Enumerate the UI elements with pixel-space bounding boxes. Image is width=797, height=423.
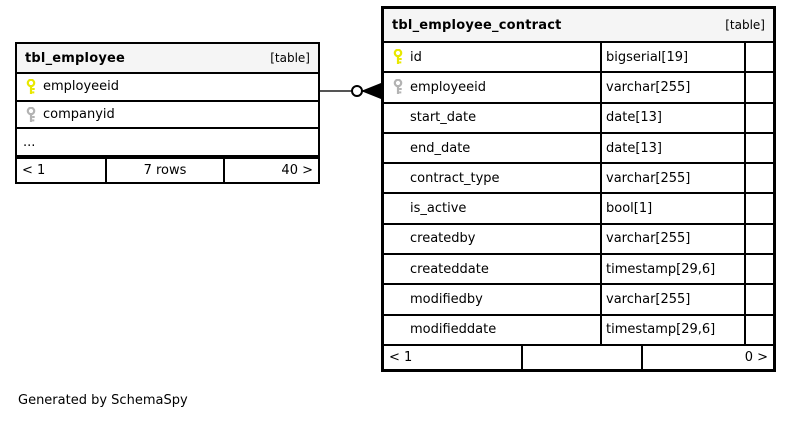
column-name-label: modifieddate (410, 322, 497, 338)
column-name-label: createddate (410, 261, 489, 277)
column-name-label: employeeid (43, 79, 120, 95)
column-type-cell: bigserial[19] (600, 43, 744, 72)
row-count-label: 7 rows (105, 159, 223, 182)
table-row[interactable]: createddate timestamp[29,6] (384, 255, 773, 286)
table-row[interactable]: modifiedby varchar[255] (384, 285, 773, 316)
column-spacer-cell (744, 255, 773, 284)
column-name-label: modifiedby (410, 292, 483, 308)
column-name-label: end_date (410, 140, 471, 156)
more-columns-ellipsis: ... (17, 129, 318, 158)
table-row[interactable]: companyid (17, 102, 318, 130)
foreign-key-icon (23, 106, 39, 123)
column-type-cell: varchar[255] (600, 224, 744, 254)
column-type-label: bool[1] (606, 201, 653, 217)
primary-key-icon (23, 78, 39, 95)
column-type-cell: varchar[255] (600, 73, 744, 102)
column-name-cell: modifiedby (384, 285, 600, 313)
generated-by-caption: Generated by SchemaSpy (18, 393, 188, 408)
column-spacer-cell (744, 285, 773, 314)
column-type-label: date[13] (606, 140, 662, 156)
table-row[interactable]: employeeid varchar[255] (384, 73, 773, 104)
column-type-cell: timestamp[29,6] (600, 255, 744, 284)
column-spacer-cell (744, 315, 773, 344)
entity-type-tag: [table] (270, 51, 310, 65)
column-name-label: createdby (410, 231, 476, 247)
column-type-label: date[13] (606, 110, 662, 126)
pager-prev-button[interactable]: < 1 (22, 163, 46, 178)
column-name-cell: is_active (384, 194, 600, 222)
column-type-cell: date[13] (600, 133, 744, 163)
column-name-cell: employeeid (17, 74, 318, 100)
entity-header-tbl_employee_contract[interactable]: tbl_employee_contract [table] (384, 9, 773, 43)
table-row[interactable]: is_active bool[1] (384, 194, 773, 225)
table-row[interactable]: start_date date[13] (384, 103, 773, 134)
entity-title: tbl_employee (25, 50, 126, 66)
column-spacer-cell (744, 43, 773, 72)
table-row[interactable]: end_date date[13] (384, 133, 773, 165)
pager-prev-button[interactable]: < 1 (389, 350, 413, 365)
table-row[interactable]: createdby varchar[255] (384, 224, 773, 256)
column-type-cell: varchar[255] (600, 285, 744, 314)
column-spacer-cell (744, 133, 773, 163)
column-name-cell: companyid (17, 102, 318, 128)
table-row[interactable]: employeeid (17, 74, 318, 102)
entity-footer-tbl_employee_contract: < 1 0 > (384, 344, 773, 369)
column-name-cell: createdby (384, 225, 600, 253)
column-name-cell: modifieddate (384, 316, 600, 344)
column-type-label: varchar[255] (606, 292, 691, 308)
column-name-cell: end_date (384, 134, 600, 162)
table-row[interactable]: contract_type varchar[255] (384, 164, 773, 195)
column-name-cell: id (384, 43, 600, 71)
column-name-cell: createddate (384, 255, 600, 283)
column-type-cell: varchar[255] (600, 164, 744, 193)
column-name-label: id (410, 49, 422, 65)
column-spacer-cell (744, 224, 773, 254)
primary-key-icon (390, 48, 406, 65)
column-name-label: start_date (410, 110, 477, 126)
column-name-label: companyid (43, 107, 115, 122)
pager-next-button[interactable]: 0 > (641, 346, 773, 369)
column-type-label: bigserial[19] (606, 49, 689, 65)
column-name-label: contract_type (410, 170, 500, 186)
entity-table-tbl_employee[interactable]: tbl_employee [table] employeeid companyid..… (15, 42, 320, 184)
optional-cardinality-circle-icon (351, 85, 363, 97)
column-type-label: varchar[255] (606, 231, 691, 247)
entity-type-tag: [table] (725, 18, 765, 32)
column-type-cell: date[13] (600, 103, 744, 132)
column-spacer-cell (744, 164, 773, 193)
column-spacer-cell (744, 103, 773, 132)
column-type-label: timestamp[29,6] (606, 261, 716, 277)
entity-header-tbl_employee[interactable]: tbl_employee [table] (17, 44, 318, 74)
column-name-label: is_active (410, 201, 467, 217)
column-name-cell: employeeid (384, 73, 600, 101)
row-count-label (521, 346, 641, 369)
crowfoot-arrow-icon (361, 83, 381, 99)
table-row[interactable]: id bigserial[19] (384, 43, 773, 74)
column-type-cell: timestamp[29,6] (600, 315, 744, 344)
column-type-label: varchar[255] (606, 170, 691, 186)
entity-title: tbl_employee_contract (392, 17, 562, 33)
entity-columns-tbl_employee: employeeid companyid... (17, 74, 318, 158)
table-row[interactable]: modifieddate timestamp[29,6] (384, 315, 773, 344)
column-type-label: timestamp[29,6] (606, 322, 716, 338)
column-type-label: varchar[255] (606, 79, 691, 95)
column-name-cell: contract_type (384, 164, 600, 192)
column-name-label: employeeid (410, 79, 487, 95)
entity-table-tbl_employee_contract[interactable]: tbl_employee_contract [table] id bigserial[… (381, 6, 776, 372)
column-type-cell: bool[1] (600, 194, 744, 223)
foreign-key-icon (390, 79, 406, 95)
column-name-cell: start_date (384, 104, 600, 132)
pager-next-button[interactable]: 40 > (223, 159, 318, 182)
column-spacer-cell (744, 194, 773, 223)
column-spacer-cell (744, 73, 773, 102)
entity-columns-tbl_employee_contract: id bigserial[19] employeeid varchar[255] sta… (384, 43, 773, 344)
